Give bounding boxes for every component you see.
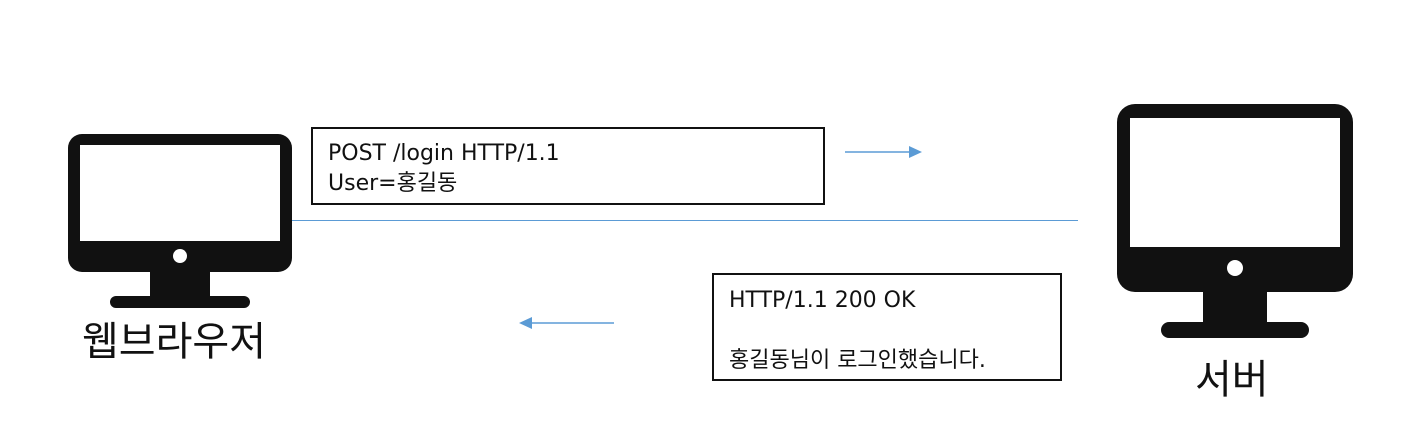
response-message-box: HTTP/1.1 200 OK 홍길동님이 로그인했습니다. [712, 273, 1062, 381]
connection-line [290, 220, 1078, 221]
client-monitor-icon [68, 134, 292, 308]
request-message-box: POST /login HTTP/1.1 User=홍길동 [311, 127, 825, 205]
response-arrow-icon [518, 315, 614, 331]
client-label: 웹브라우저 [82, 319, 266, 365]
server-monitor-icon [1117, 104, 1353, 340]
server-label: 서버 [1195, 357, 1269, 403]
request-body: User=홍길동 [328, 171, 458, 196]
request-arrow-icon [845, 144, 923, 160]
response-body: 홍길동님이 로그인했습니다. [729, 348, 986, 373]
response-status-line: HTTP/1.1 200 OK [729, 288, 916, 313]
request-line: POST /login HTTP/1.1 [328, 141, 560, 166]
